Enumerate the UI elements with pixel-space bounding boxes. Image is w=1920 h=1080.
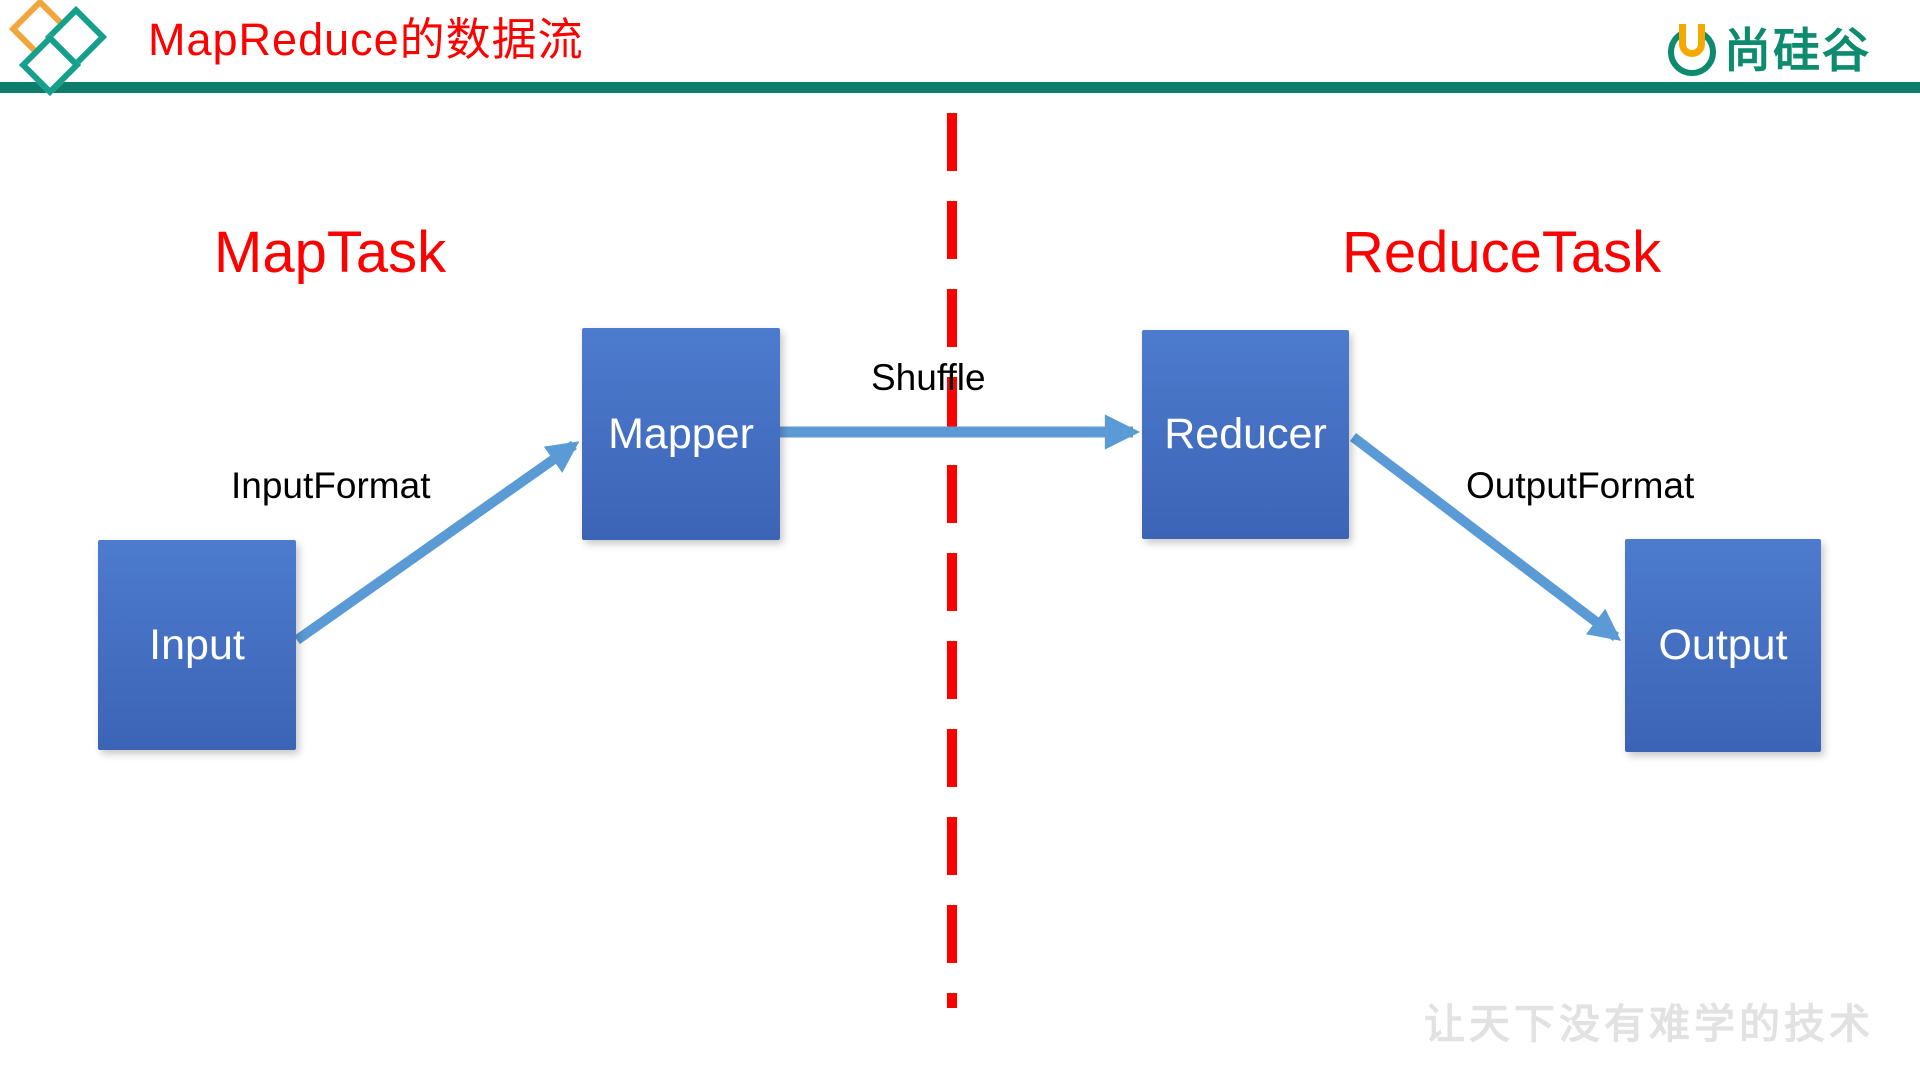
map-task-label: MapTask bbox=[214, 220, 447, 285]
node-output: Output bbox=[1625, 539, 1821, 752]
diamonds-logo-icon bbox=[0, 0, 110, 100]
node-mapper: Mapper bbox=[582, 328, 780, 540]
edge-label-outputformat: OutputFormat bbox=[1466, 465, 1695, 506]
node-input: Input bbox=[98, 540, 296, 750]
edge-label-shuffle: Shuffle bbox=[871, 357, 986, 398]
node-reducer: Reducer bbox=[1142, 330, 1349, 539]
header-divider bbox=[0, 82, 1920, 93]
edge-label-inputformat: InputFormat bbox=[231, 465, 431, 506]
watermark: 让天下没有难学的技术 bbox=[1424, 1001, 1874, 1047]
node-reducer-label: Reducer bbox=[1164, 410, 1327, 458]
brand-u-icon bbox=[1679, 23, 1705, 57]
node-mapper-label: Mapper bbox=[608, 409, 754, 458]
brand-name: 尚硅谷 bbox=[1724, 24, 1871, 77]
brand-ring-icon bbox=[1668, 23, 1716, 76]
node-input-label: Input bbox=[149, 620, 245, 669]
reduce-task-label: ReduceTask bbox=[1342, 220, 1662, 285]
brand-logo: 尚硅谷 bbox=[1668, 12, 1871, 81]
node-output-label: Output bbox=[1658, 621, 1788, 669]
page-title: MapReduce的数据流 bbox=[148, 14, 584, 65]
